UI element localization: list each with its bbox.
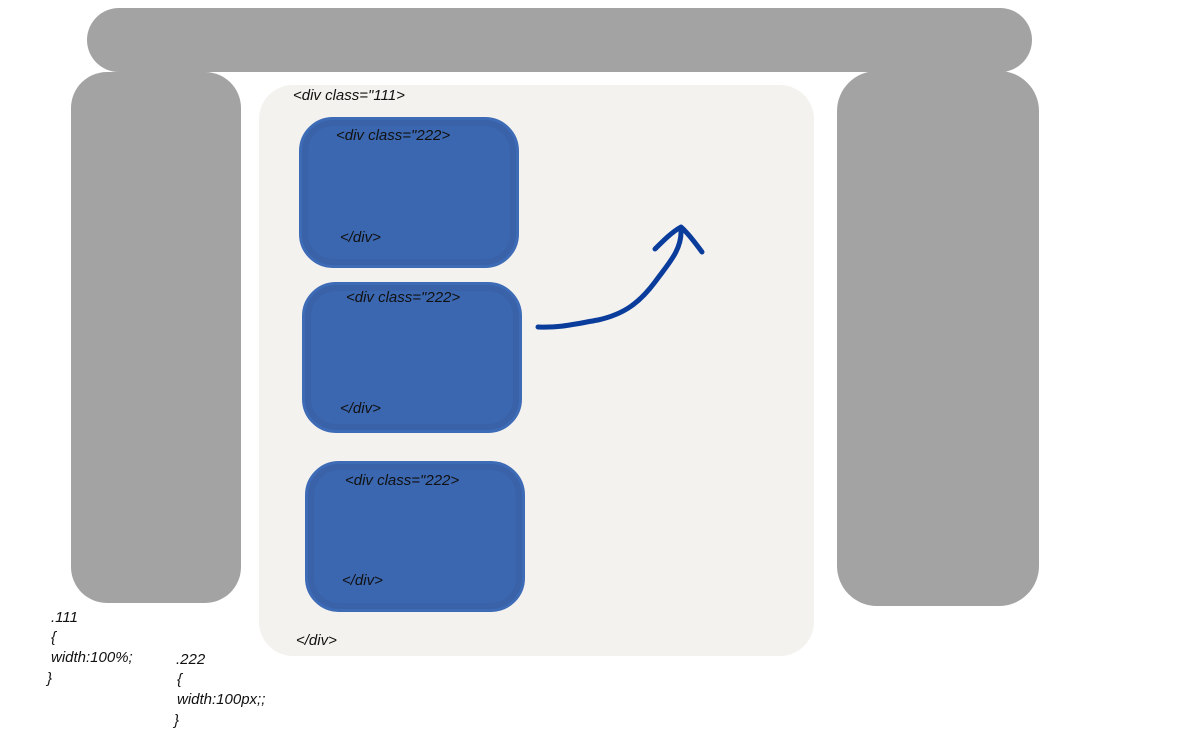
css-rule-111-close-brace: } [47,670,53,687]
top-bar-shape [87,8,1032,72]
css-rule-111-open-brace: { [51,629,57,646]
css-rule-222-close-brace: } [174,712,180,729]
outer-div-open-tag: <div class="111> [293,87,405,104]
css-rule-111-declaration: width:100%; [51,649,133,666]
outer-div-close-tag: </div> [296,632,337,649]
left-column-shape [71,72,241,603]
inner-box-222 [302,282,522,433]
inner-div-open-tag: <div class="222> [336,127,451,144]
inner-div-open-tag: <div class="222> [346,289,461,306]
css-rule-111-selector: .111 [51,609,78,626]
inner-div-close-tag: </div> [342,572,383,589]
inner-div-close-tag: </div> [340,229,381,246]
css-rule-222-open-brace: { [177,671,183,688]
inner-div-open-tag: <div class="222> [345,472,460,489]
inner-box-222 [305,461,525,612]
inner-div-close-tag: </div> [340,400,381,417]
css-rule-222-selector: .222 [176,651,206,668]
css-rule-222-declaration: width:100px;; [177,691,266,708]
right-column-shape [837,71,1039,606]
inner-box-222 [299,117,519,268]
